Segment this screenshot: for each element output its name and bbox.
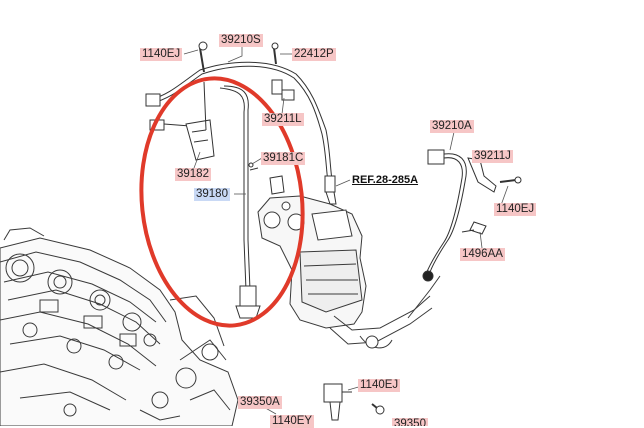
- part-label-1496aa[interactable]: 1496AA: [460, 248, 505, 261]
- reference-label[interactable]: REF.28-285A: [352, 174, 419, 186]
- part-label-39180[interactable]: 39180: [194, 188, 230, 201]
- circled-sensor-assembly: [185, 81, 285, 319]
- lower-fittings: [323, 383, 385, 421]
- highlight-circle: [139, 76, 305, 328]
- engine-block: [0, 227, 239, 426]
- upstream-sensor-wiring: [145, 41, 337, 205]
- part-label-partial[interactable]: 39350: [392, 418, 428, 426]
- part-label-1140ey[interactable]: 1140EY: [270, 415, 315, 428]
- part-label-39211j[interactable]: 39211J: [472, 150, 513, 163]
- part-label-1140ej-bottom[interactable]: 1140EJ: [358, 379, 401, 392]
- part-label-1140ej-right[interactable]: 1140EJ: [494, 203, 537, 216]
- part-label-1140ej-top[interactable]: 1140EJ: [140, 48, 183, 61]
- part-label-39182[interactable]: 39182: [175, 168, 211, 181]
- catalytic-converter: [257, 195, 441, 349]
- part-label-39181c[interactable]: 39181C: [261, 152, 306, 165]
- part-label-39210a[interactable]: 39210A: [430, 120, 474, 133]
- part-label-39350a[interactable]: 39350A: [238, 396, 282, 409]
- part-label-22412p[interactable]: 22412P: [292, 48, 336, 61]
- part-label-39211l[interactable]: 39211L: [262, 113, 304, 126]
- part-label-39210s[interactable]: 39210S: [219, 34, 263, 47]
